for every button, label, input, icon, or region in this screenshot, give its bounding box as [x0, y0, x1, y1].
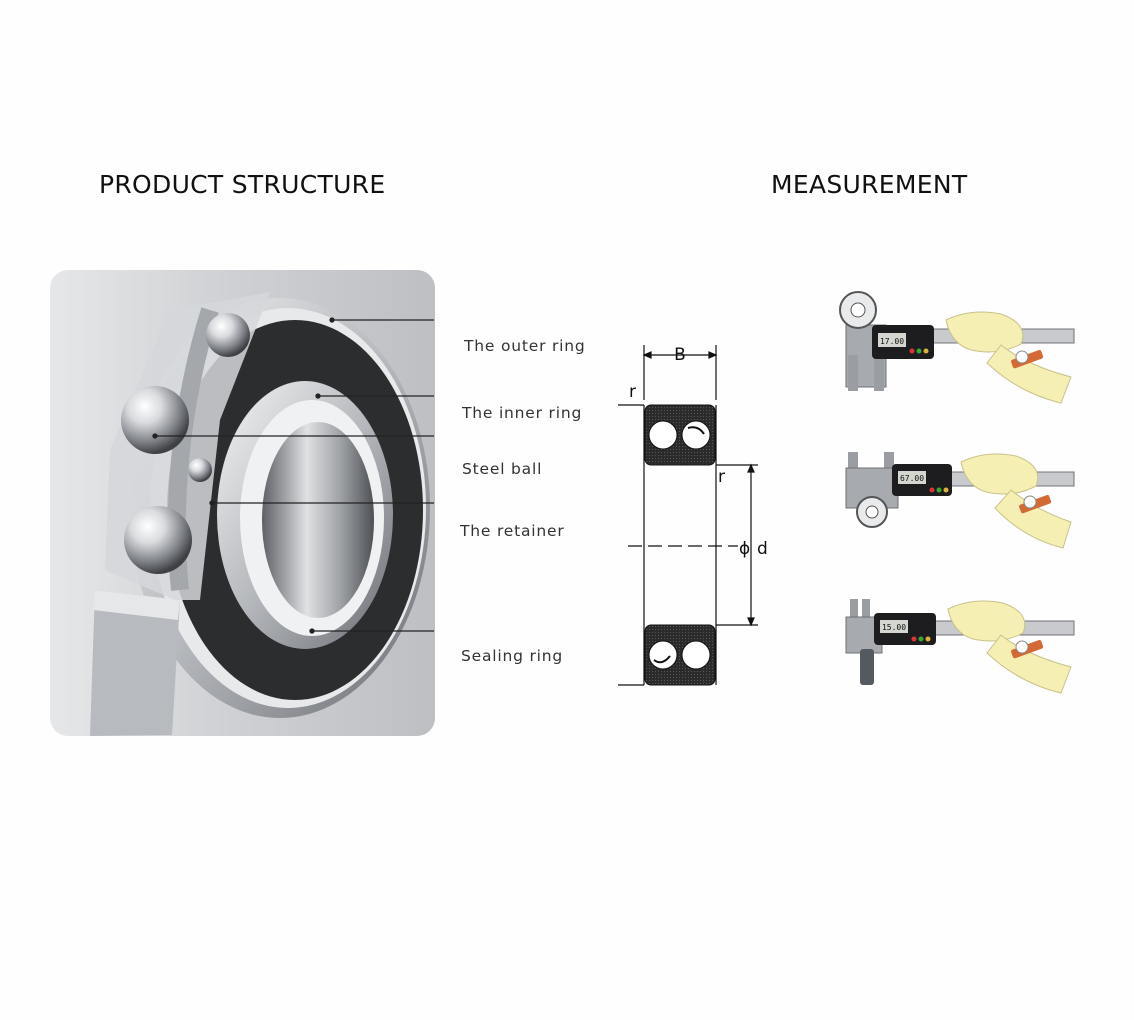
bearing-cutaway-image	[50, 270, 435, 736]
caliper-display-2: 67.00	[900, 474, 924, 483]
label-inner-ring: The inner ring	[462, 404, 583, 422]
measurement-heading: MEASUREMENT	[771, 170, 968, 199]
caliper-panel-outer-diameter: 67.00	[845, 452, 1075, 549]
caliper-panel-inner-diameter: 17.00	[839, 291, 1075, 404]
label-retainer: The retainer	[460, 522, 565, 540]
dim-label-phi: ϕ	[739, 539, 750, 559]
label-outer-ring: The outer ring	[464, 337, 586, 355]
caliper-panel-width: 15.00	[845, 599, 1075, 694]
caliper-display-1: 17.00	[880, 337, 904, 346]
label-sealing-ring: Sealing ring	[461, 647, 564, 665]
dim-label-d: d	[757, 539, 768, 559]
bearing-section-drawing: B r r ϕ d	[618, 345, 768, 686]
dim-label-r-top: r	[629, 382, 636, 402]
dim-label-b: B	[674, 345, 686, 365]
dim-label-r-side: r	[718, 467, 725, 487]
product-structure-heading: PRODUCT STRUCTURE	[99, 170, 386, 199]
caliper-display-3: 15.00	[882, 623, 906, 632]
label-steel-ball: Steel ball	[462, 460, 543, 478]
